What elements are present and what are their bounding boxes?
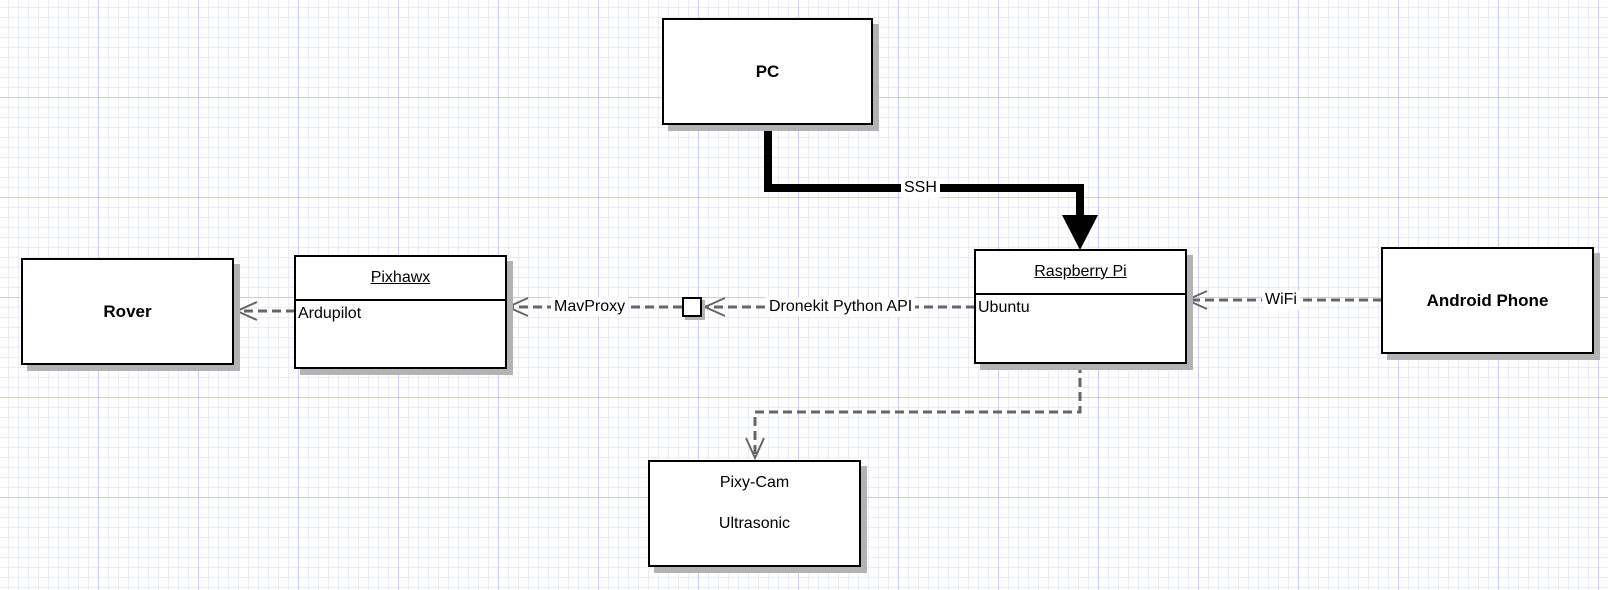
- sensor-ultrasonic: Ultrasonic: [718, 515, 791, 532]
- raspberry-pi-title: Raspberry Pi: [976, 251, 1185, 295]
- sensor-pixy-cam: Pixy-Cam: [719, 474, 790, 491]
- mavproxy-arrowhead: [505, 297, 529, 317]
- rover-label: Rover: [103, 301, 152, 321]
- pixhawk-rover-arrowhead: [234, 301, 258, 321]
- raspberry-pi-body: Ubuntu: [978, 299, 1030, 316]
- wifi-label: WiFi: [1262, 290, 1300, 310]
- pc-label: PC: [755, 61, 780, 81]
- wifi-arrowhead: [1184, 290, 1208, 310]
- pi-sensors-connector: [753, 364, 1082, 458]
- raspberry-pi-node[interactable]: Raspberry Pi Ubuntu: [974, 249, 1187, 364]
- pi-sensors-arrowhead: [745, 437, 765, 461]
- junction-port[interactable]: [682, 297, 702, 317]
- android-phone-label: Android Phone: [1426, 290, 1549, 310]
- dronekit-arrowhead: [702, 297, 726, 317]
- ssh-label: SSH: [901, 178, 940, 198]
- pixhawk-body: Ardupilot: [298, 305, 362, 322]
- pc-node[interactable]: PC: [662, 18, 873, 125]
- sensors-node[interactable]: Pixy-Cam Ultrasonic: [648, 460, 861, 567]
- mavproxy-label: MavProxy: [551, 297, 629, 317]
- pixhawk-title: Pixhawx: [296, 257, 505, 301]
- android-phone-node[interactable]: Android Phone: [1381, 247, 1594, 354]
- ssh-arrowhead: [1062, 215, 1098, 250]
- rover-node[interactable]: Rover: [21, 258, 234, 365]
- dronekit-label: Dronekit Python API: [766, 297, 916, 317]
- ssh-connector: [764, 124, 1084, 216]
- pixhawk-node[interactable]: Pixhawx Ardupilot: [294, 255, 507, 369]
